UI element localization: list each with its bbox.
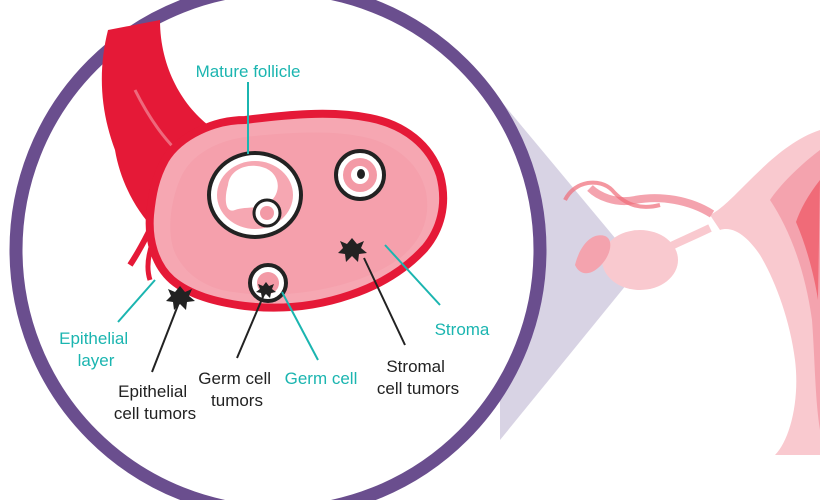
leader-stroma — [384, 244, 441, 306]
stromal-tumors-label: Stromal cell tumors — [377, 357, 459, 398]
mature-follicle — [207, 151, 303, 239]
leader-epithelial-tumors — [151, 299, 181, 373]
mature-follicle-label: Mature follicle — [196, 62, 301, 81]
leader-germ-cell-tumors — [236, 291, 266, 359]
germ-cell-label: Germ cell — [285, 369, 358, 388]
leader-stromal-tumors — [363, 257, 406, 346]
epithelial-layer-label: Epithelial layer — [59, 329, 133, 370]
germ-cell-tumors-label: Germ cell tumors — [198, 369, 275, 410]
leader-germ-cell — [281, 291, 319, 361]
leader-epithelial-layer — [117, 279, 156, 323]
epithelial-tumors-label: Epithelial cell tumors — [114, 382, 196, 423]
star-burst-icon — [166, 286, 195, 310]
small-follicle — [334, 149, 386, 201]
star-burst-icon — [338, 238, 367, 262]
star-burst-icon — [256, 282, 276, 298]
stroma-label: Stroma — [435, 320, 490, 339]
uterus-illustration — [563, 130, 820, 455]
